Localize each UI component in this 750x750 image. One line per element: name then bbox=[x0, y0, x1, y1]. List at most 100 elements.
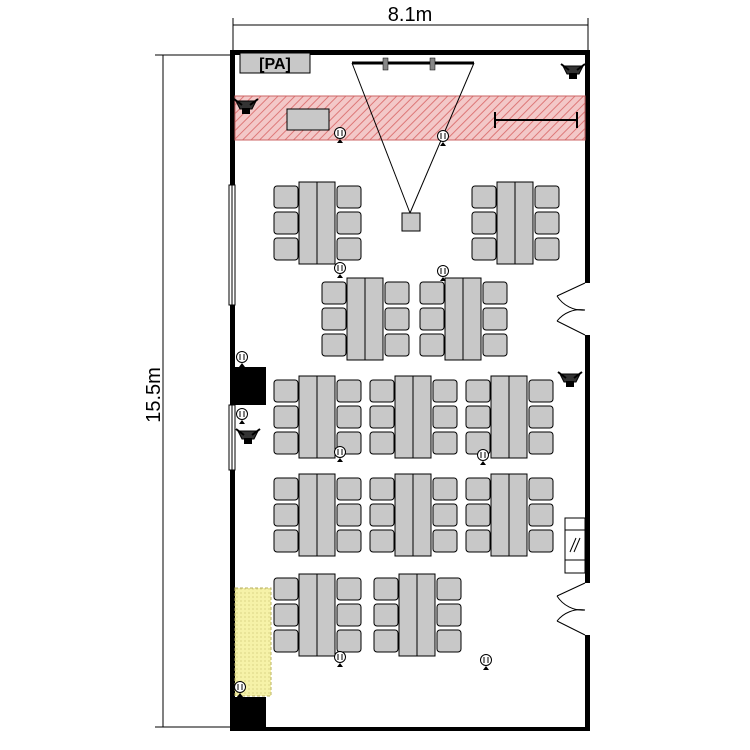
chair bbox=[534, 211, 560, 235]
table-group bbox=[373, 573, 462, 657]
width-dimension: 8.1m bbox=[232, 4, 589, 55]
chair bbox=[321, 307, 347, 331]
chair bbox=[432, 477, 458, 501]
chair bbox=[482, 307, 508, 331]
pa-equipment: [PA] bbox=[239, 52, 311, 74]
table-group bbox=[369, 375, 458, 459]
microphone-icon bbox=[234, 681, 246, 697]
pa-label: [PA] bbox=[259, 56, 291, 73]
chair bbox=[273, 185, 299, 209]
chair bbox=[273, 405, 299, 429]
chair bbox=[419, 333, 445, 357]
chair bbox=[273, 529, 299, 553]
chair bbox=[336, 477, 362, 501]
chair bbox=[471, 237, 497, 261]
chair bbox=[432, 379, 458, 403]
pillar bbox=[230, 697, 266, 729]
chair bbox=[471, 185, 497, 209]
table-group bbox=[273, 473, 362, 557]
microphone-layer bbox=[234, 127, 492, 697]
chair bbox=[432, 405, 458, 429]
pillar bbox=[230, 367, 266, 405]
table bbox=[412, 473, 432, 557]
speaker-icon bbox=[233, 98, 259, 114]
speaker-layer bbox=[233, 63, 586, 444]
chair bbox=[384, 281, 410, 305]
table-group bbox=[321, 277, 410, 361]
chair bbox=[384, 307, 410, 331]
chair bbox=[369, 405, 395, 429]
table bbox=[394, 473, 414, 557]
table bbox=[298, 573, 318, 657]
speaker-icon bbox=[557, 371, 583, 387]
chair bbox=[465, 477, 491, 501]
chair bbox=[528, 431, 554, 455]
table bbox=[508, 375, 528, 459]
chair bbox=[384, 333, 410, 357]
chair bbox=[321, 333, 347, 357]
chair bbox=[528, 379, 554, 403]
table-group bbox=[465, 375, 554, 459]
chair bbox=[432, 503, 458, 527]
height-label: 15.5m bbox=[143, 367, 165, 423]
speaker-icon bbox=[560, 63, 586, 79]
table bbox=[490, 473, 510, 557]
table-group bbox=[273, 375, 362, 459]
microphone-icon bbox=[236, 408, 248, 424]
microphone-icon bbox=[334, 651, 346, 667]
table bbox=[508, 473, 528, 557]
chair bbox=[465, 405, 491, 429]
microphone-icon bbox=[480, 654, 492, 670]
table-group bbox=[419, 277, 508, 361]
chair bbox=[369, 379, 395, 403]
speaker-icon bbox=[235, 428, 261, 444]
chair bbox=[369, 529, 395, 553]
chair bbox=[436, 603, 462, 627]
stairs-icon bbox=[564, 517, 586, 574]
chair bbox=[273, 477, 299, 501]
chair bbox=[419, 307, 445, 331]
microphone-icon bbox=[477, 449, 489, 465]
chair bbox=[465, 379, 491, 403]
chair bbox=[273, 629, 299, 653]
table bbox=[346, 277, 366, 361]
furniture-layer bbox=[273, 181, 560, 657]
table bbox=[316, 573, 336, 657]
width-label: 8.1m bbox=[388, 4, 432, 26]
chair bbox=[465, 529, 491, 553]
door-lower[interactable] bbox=[556, 582, 592, 636]
chair bbox=[369, 477, 395, 501]
table bbox=[490, 375, 510, 459]
microphone-icon bbox=[334, 262, 346, 278]
table bbox=[514, 181, 534, 265]
microphone-icon bbox=[236, 351, 248, 367]
table bbox=[398, 573, 418, 657]
microphone-icon bbox=[437, 130, 449, 146]
stage-zone bbox=[234, 95, 586, 141]
chair bbox=[369, 431, 395, 455]
room-walls bbox=[228, 50, 590, 731]
chair bbox=[436, 577, 462, 601]
chair bbox=[419, 281, 445, 305]
chair bbox=[373, 603, 399, 627]
chair bbox=[528, 405, 554, 429]
door-upper[interactable] bbox=[556, 282, 592, 336]
chair bbox=[534, 185, 560, 209]
projector-icon bbox=[401, 212, 421, 232]
chair bbox=[471, 211, 497, 235]
chair bbox=[273, 379, 299, 403]
chair bbox=[273, 237, 299, 261]
table bbox=[298, 181, 318, 265]
chair bbox=[534, 237, 560, 261]
chair bbox=[432, 431, 458, 455]
chair bbox=[336, 629, 362, 653]
chair bbox=[336, 237, 362, 261]
chair bbox=[482, 281, 508, 305]
table-group bbox=[273, 181, 362, 265]
table bbox=[444, 277, 464, 361]
reception-zone bbox=[234, 587, 272, 697]
chair bbox=[528, 503, 554, 527]
table bbox=[412, 375, 432, 459]
chair bbox=[336, 603, 362, 627]
